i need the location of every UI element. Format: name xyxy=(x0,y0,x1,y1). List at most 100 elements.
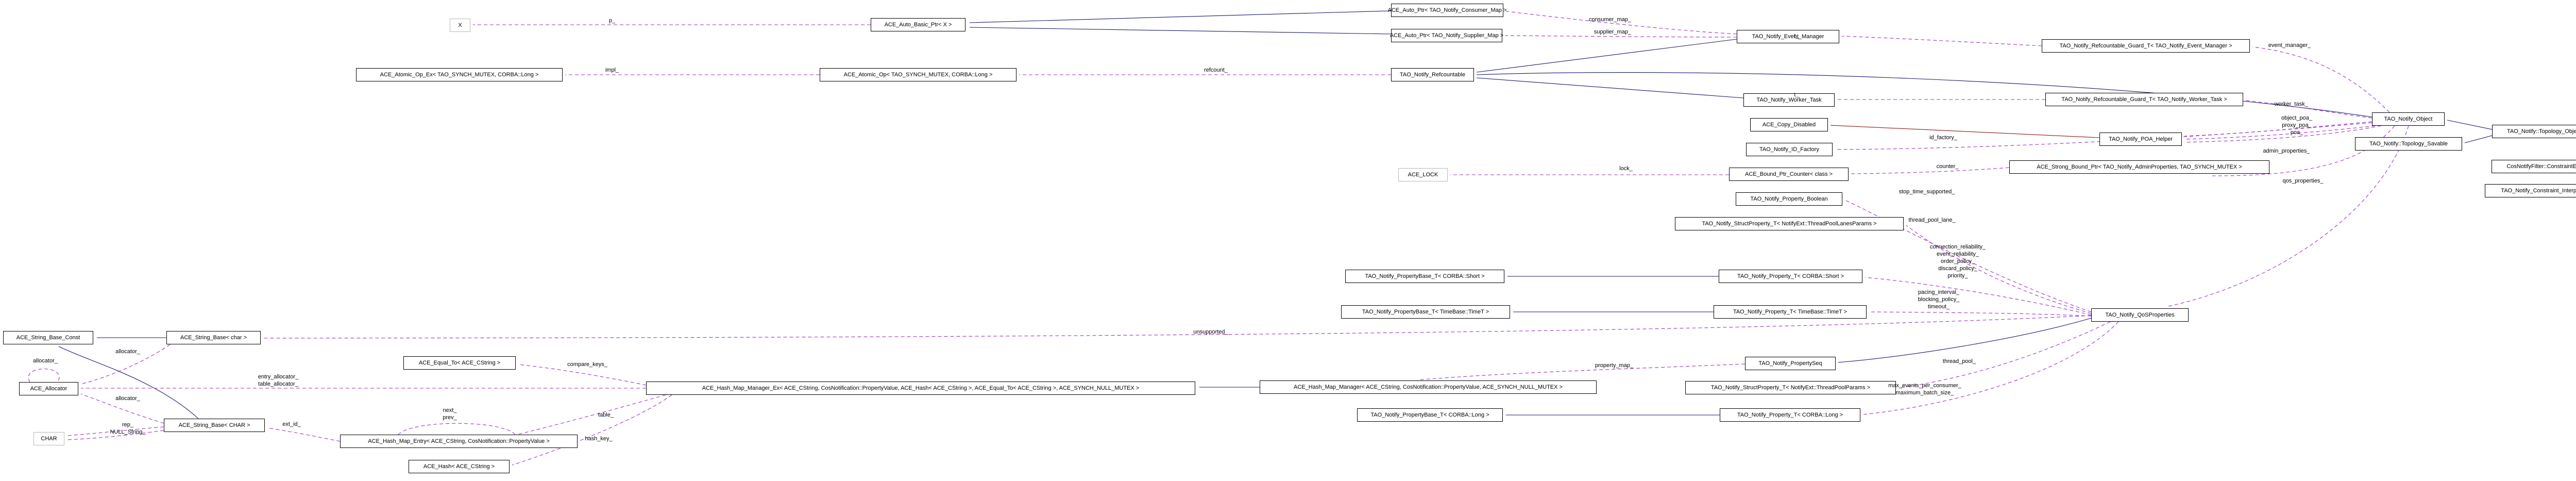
node-topology-object[interactable]: TAO_Notify::Topology_Object xyxy=(2492,125,2576,138)
node-auto-basic-ptr-x[interactable]: ACE_Auto_Basic_Ptr< X > xyxy=(871,18,965,31)
node-bound-ptr-counter[interactable]: ACE_Bound_Ptr_Counter< class > xyxy=(1729,168,1849,181)
node-propbase-short[interactable]: TAO_Notify_PropertyBase_T< CORBA::Short … xyxy=(1345,270,1504,283)
edge-label-mem-allocators-ex: entry_allocator_table_allocator_ xyxy=(258,374,299,387)
node-auto-ptr-supplier[interactable]: ACE_Auto_Ptr< TAO_Notify_Supplier_Map > xyxy=(1390,29,1503,42)
edge-label-mem-property-map: property_map_ xyxy=(1595,362,1633,369)
node-ace-hash[interactable]: ACE_Hash< ACE_CString > xyxy=(409,460,510,473)
edge-label-mem-supplier-map: supplier_map_ xyxy=(1594,29,1632,35)
node-allocator[interactable]: ACE_Allocator xyxy=(19,382,78,395)
node-string-base-char[interactable]: ACE_String_Base< char > xyxy=(166,331,261,344)
edge-label-mem-t-em: t_ xyxy=(1794,33,1799,39)
edge-label-mem-id-factory: id_factory_ xyxy=(1929,135,1957,141)
edge-mem-thread-pool xyxy=(1898,321,2111,388)
node-notify-object[interactable]: TAO_Notify_Object xyxy=(2372,112,2445,126)
edge-mem-conn xyxy=(1865,277,2092,316)
edge-label-mem-pacing: pacing_interval_blocking_policy_timeout_ xyxy=(1918,289,1960,310)
node-worker-task[interactable]: TAO_Notify_Worker_Task xyxy=(1743,93,1835,107)
node-propbase-timet[interactable]: TAO_Notify_PropertyBase_T< TimeBase::Tim… xyxy=(1341,305,1510,319)
edge-inh-CHAR-const xyxy=(58,346,199,419)
edge-mem-pacing xyxy=(1869,311,2092,317)
edge-mem-worker-task xyxy=(2245,100,2372,119)
edge-label-mem-hash-key: hash_key_ xyxy=(585,436,613,442)
edge-label-mem-thread-pool-lane: thread_pool_lane_ xyxy=(1908,217,1956,223)
edge-inh-object-refcountable xyxy=(1476,72,2372,118)
node-string-base-const[interactable]: ACE_String_Base_Const xyxy=(3,331,93,344)
node-refcountable[interactable]: TAO_Notify_Refcountable xyxy=(1391,68,1474,81)
edge-mem-hash-key xyxy=(512,394,672,466)
node-topology-savable[interactable]: TAO_Notify::Topology_Savable xyxy=(2355,137,2462,151)
edge-label-mem-admin-props: admin_properties_ xyxy=(2263,148,2310,154)
edge-label-mem-event-manager: event_manager_ xyxy=(2268,42,2311,48)
edge-inh-consumer-basicptr xyxy=(969,10,1392,23)
edge-label-mem-poa-1: object_poa_proxy_poa_poa_ xyxy=(2281,115,2312,136)
node-hash-map-manager-ex[interactable]: ACE_Hash_Map_Manager_Ex< ACE_CString, Co… xyxy=(646,382,1195,395)
node-prop-short[interactable]: TAO_Notify_Property_T< CORBA::Short > xyxy=(1719,270,1862,283)
node-ace-lock: ACE_LOCK xyxy=(1398,168,1448,181)
node-constraint-exp[interactable]: CosNotifyFilter::ConstraintExp xyxy=(2492,160,2576,173)
edge-mem-admin-props xyxy=(2212,125,2395,176)
edge-mem-unsupported xyxy=(263,315,2092,339)
edge-label-mem-stop-time: stop_time_supported_ xyxy=(1899,189,1955,195)
node-guard-wt[interactable]: TAO_Notify_Refcountable_Guard_T< TAO_Not… xyxy=(2045,93,2243,106)
edge-mem-table xyxy=(516,394,666,435)
node-prop-timet[interactable]: TAO_Notify_Property_T< TimeBase::TimeT > xyxy=(1714,305,1867,319)
node-id-factory[interactable]: TAO_Notify_ID_Factory xyxy=(1746,143,1833,156)
node-propbase-long[interactable]: TAO_Notify_PropertyBase_T< CORBA::Long > xyxy=(1357,408,1503,422)
edge-mem-allocator-self xyxy=(28,368,60,383)
edge-label-mem-rep: rep_NULL_String_ xyxy=(110,422,146,435)
node-char-param: CHAR xyxy=(33,432,64,445)
edge-inh-supplier-basicptr xyxy=(969,27,1392,35)
edge-label-mem-counter: counter_ xyxy=(1936,163,1959,170)
edge-label-mem-allocator-self: allocator_ xyxy=(33,358,58,364)
node-property-boolean[interactable]: TAO_Notify_Property_Boolean xyxy=(1736,192,1842,206)
edge-mem-next-prev xyxy=(398,423,516,435)
edge-label-mem-max-events: max_events_per_consumer_maximum_batch_si… xyxy=(1888,383,1961,396)
edge-mem-max-events xyxy=(1862,321,2119,415)
edge-inh-qos-propseq xyxy=(1838,318,2092,363)
edge-label-mem-ext-id: ext_id_ xyxy=(282,421,301,427)
node-strong-bound-ptr[interactable]: ACE_Strong_Bound_Ptr< TAO_Notify_AdminPr… xyxy=(2009,160,2269,174)
edge-label-mem-allocator-CHAR: allocator_ xyxy=(115,395,140,402)
edge-mem-property-map xyxy=(1417,363,1745,380)
node-structprop-lanes[interactable]: TAO_Notify_StructProperty_T< NotifyExt::… xyxy=(1675,217,1904,230)
node-constraint-interpreter[interactable]: TAO_Notify_Constraint_Interpreter xyxy=(2485,184,2576,197)
node-x-param: X xyxy=(450,19,470,32)
edge-label-mem-next-prev: next_prev_ xyxy=(443,407,457,421)
edge-mem-supplier-map xyxy=(1504,35,1737,38)
edge-label-mem-allocator-char: allocator_ xyxy=(115,349,140,355)
node-property-seq[interactable]: TAO_Notify_PropertySeq xyxy=(1745,357,1836,370)
node-hash-map-manager[interactable]: ACE_Hash_Map_Manager< ACE_CString, CosNo… xyxy=(1260,380,1597,394)
edge-inh-workertask-refcountable xyxy=(1476,77,1744,98)
edge-label-mem-consumer-map: consumer_map_ xyxy=(1589,16,1631,23)
node-structprop-pool[interactable]: TAO_Notify_StructProperty_T< NotifyExt::… xyxy=(1685,381,1896,394)
node-event-manager[interactable]: TAO_Notify_Event_Manager xyxy=(1737,30,1839,43)
node-hash-map-entry[interactable]: ACE_Hash_Map_Entry< ACE_CString, CosNoti… xyxy=(340,435,578,448)
edge-mem-t-em xyxy=(1841,36,2042,46)
edge-mem-allocator-char xyxy=(80,344,171,385)
node-copy-disabled[interactable]: ACE_Copy_Disabled xyxy=(1750,118,1828,131)
node-atomic-op-ex[interactable]: ACE_Atomic_Op_Ex< TAO_SYNCH_MUTEX, CORBA… xyxy=(356,68,563,81)
node-qos-properties[interactable]: TAO_Notify_QoSProperties xyxy=(2091,308,2189,322)
edge-mem-ext-id xyxy=(267,427,341,442)
node-equal-to[interactable]: ACE_Equal_To< ACE_CString > xyxy=(403,356,516,370)
node-string-base-CHAR[interactable]: ACE_String_Base< CHAR > xyxy=(164,419,265,432)
edge-mem-null-string xyxy=(66,430,164,440)
edge-label-mem-table: table_ xyxy=(598,412,614,418)
edge-priv-poahelper-copydisabled xyxy=(1830,125,2100,138)
edge-mem-rep xyxy=(66,426,164,436)
edge-label-mem-unsupported: unsupported_ xyxy=(1193,329,1228,335)
node-guard-em[interactable]: TAO_Notify_Refcountable_Guard_T< TAO_Not… xyxy=(2042,39,2250,53)
edge-label-mem-compare-keys: compare_keys_ xyxy=(567,361,607,368)
edge-label-mem-conn: connection_reliability_event_reliability… xyxy=(1929,244,1986,279)
edge-inh-topobj-savable xyxy=(2464,135,2493,143)
edge-mem-event-manager xyxy=(2252,46,2390,113)
node-auto-ptr-consumer[interactable]: ACE_Auto_Ptr< TAO_Notify_Consumer_Map > xyxy=(1388,4,1506,17)
edge-label-mem-t-wt: t_ xyxy=(1794,92,1799,98)
edge-inh-topobj-object xyxy=(2447,120,2493,130)
node-poa-helper[interactable]: TAO_Notify_POA_Helper xyxy=(2099,132,2182,146)
node-atomic-op[interactable]: ACE_Atomic_Op< TAO_SYNCH_MUTEX, CORBA::L… xyxy=(820,68,1016,81)
node-prop-long[interactable]: TAO_Notify_Property_T< CORBA::Long > xyxy=(1720,408,1860,422)
edge-label-mem-thread-pool: thread_pool_ xyxy=(1942,358,1976,364)
